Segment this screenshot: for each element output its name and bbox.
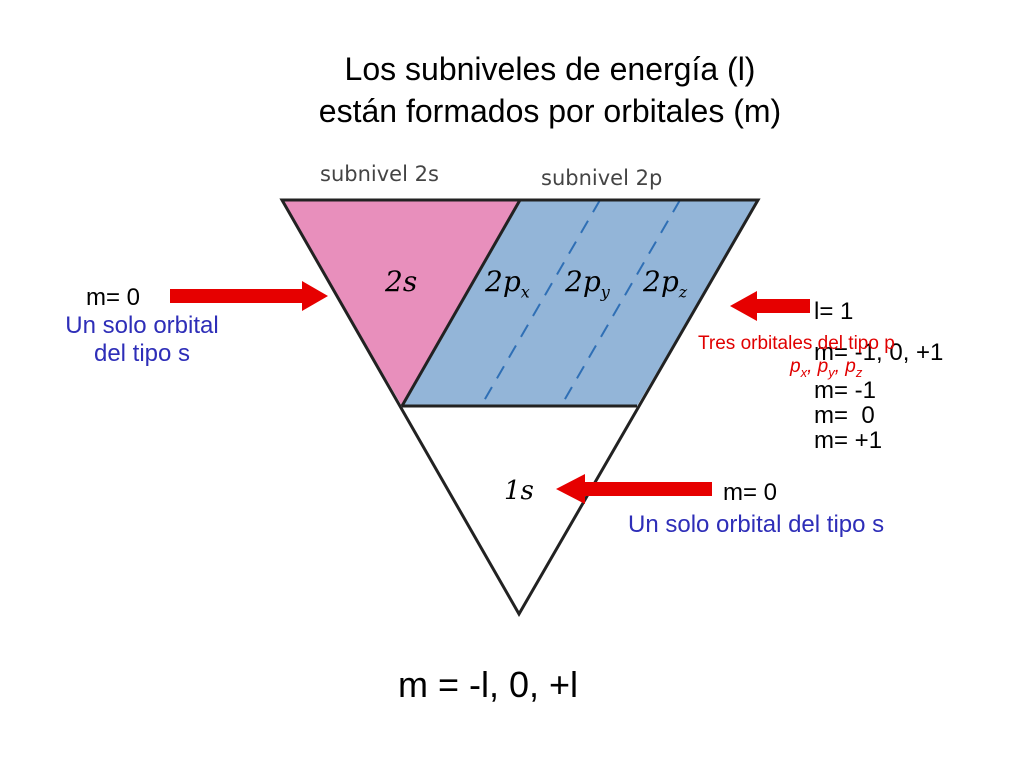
right-m-neg: m= -1 [814,377,877,404]
region-2s [282,200,520,406]
orbital-2pz-label: 2pz [643,265,688,302]
dashed-divider-2 [560,200,681,406]
sublevel-2p-label: subnivel 2p [541,166,663,190]
dashed-divider-1 [480,200,601,406]
left-m-value: m= 0 [86,284,141,311]
p-orbitals-list: px, py, pz [790,356,863,380]
left-orbital-description: Un solo orbital del tipo s [26,312,258,368]
arrow-left-to-2s [170,281,328,311]
title-line-2: están formados por orbitales (m) [318,93,782,129]
title-line-1: Los subniveles de energía (l) [344,51,756,87]
arrow-right-to-2p [730,291,810,321]
right-m-zero: m= 0 [814,402,875,429]
right-1s-description: Un solo orbital del tipo s [628,511,885,538]
formula: m = -l, 0, +l [398,664,579,705]
orbital-2py-label: 2py [565,265,610,302]
right-m-values-line: m= -1, 0, +1 [814,339,944,366]
arrow-right-to-1s [556,474,712,504]
divider-2s-2p [400,199,522,407]
page-title: Los subniveles de energía (l) están form… [0,48,1024,132]
left-description-line-2: del tipo s [93,340,191,367]
right-1s-m-value: m= 0 [723,479,778,506]
p-orbitals-description: Tres orbitales del tipo p [698,333,895,354]
right-m-pos: m= +1 [814,427,883,454]
orbital-1s-label: 1s [504,476,534,506]
orbital-2px-label: 2px [485,265,530,302]
left-description-line-1: Un solo orbital [65,312,219,339]
right-l-value: l= 1 [814,298,854,325]
orbital-2s-label: 2s [385,265,418,298]
sublevel-2s-label: subnivel 2s [320,162,439,186]
